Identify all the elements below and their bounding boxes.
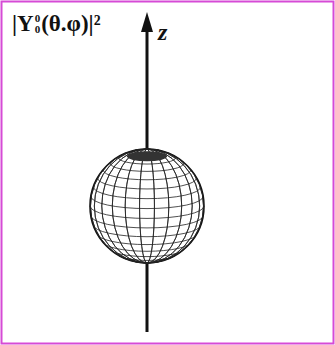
meridian-line	[94, 149, 199, 263]
axis-arrowhead	[141, 12, 153, 32]
index-stack: 00	[35, 13, 41, 35]
z-axis-lower	[146, 262, 149, 332]
subscript-index: 0	[35, 24, 41, 35]
sphere-mesh	[90, 149, 204, 263]
meridian-line	[94, 149, 199, 263]
meridian-line	[112, 149, 181, 263]
meridian-line	[125, 149, 169, 263]
meridian-line	[125, 149, 169, 263]
function-symbol: |Y	[12, 12, 34, 35]
axis-label: z	[158, 20, 167, 44]
latitude-line	[91, 196, 203, 208]
latitude-line	[103, 242, 190, 252]
function-arguments: (θ.φ)|²	[41, 12, 100, 35]
meridian-line	[90, 149, 203, 263]
meridian-line	[102, 149, 192, 263]
latitude-line	[90, 206, 204, 218]
meridian-line	[140, 149, 155, 263]
latitude-line	[93, 225, 200, 237]
superscript-index: 0	[35, 13, 41, 24]
formula-label: |Y00(θ.φ)|²	[12, 12, 101, 35]
sphere-outline	[90, 149, 204, 263]
pole-cap	[127, 151, 167, 161]
meridian-line	[112, 149, 181, 263]
z-axis	[146, 28, 149, 150]
meridian-line	[102, 149, 192, 263]
meridian-line	[140, 149, 155, 263]
latitude-line	[91, 216, 203, 228]
meridian-line	[90, 149, 203, 263]
